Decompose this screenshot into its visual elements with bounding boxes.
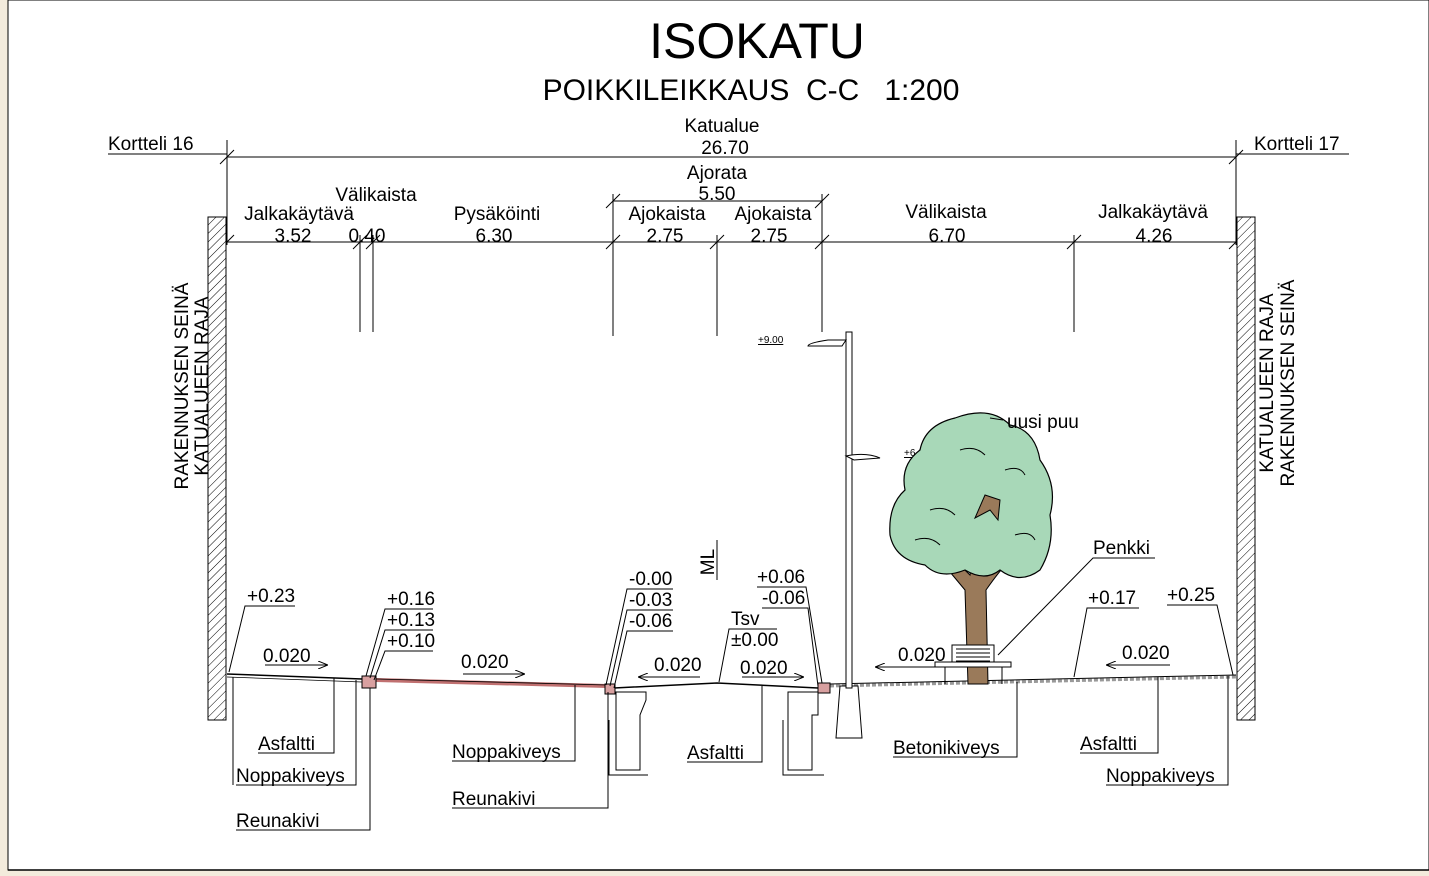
material-asfaltti-mid: Asfaltti bbox=[687, 743, 744, 764]
elevation-curb1-b: +0.13 bbox=[387, 610, 435, 631]
wall-right-inner-label: KATUALUEEN RAJA bbox=[1257, 293, 1278, 472]
segment-value-median-right: 6.70 bbox=[929, 226, 966, 247]
material-reunakivi-left: Reunakivi bbox=[236, 811, 319, 832]
curb-foundations bbox=[608, 691, 824, 776]
material-reunakivi-mid: Reunakivi bbox=[452, 789, 535, 810]
building-wall-right bbox=[1236, 216, 1256, 721]
tree-label: uusi puu bbox=[1007, 412, 1079, 433]
material-asfaltti-left: Asfaltti bbox=[258, 734, 315, 755]
material-noppakiveys-parking: Noppakiveys bbox=[452, 742, 561, 763]
elevation-curb2-c: -0.06 bbox=[629, 611, 672, 632]
block-right-label: Kortteli 17 bbox=[1254, 134, 1340, 155]
elevation-curb3-a: +0.06 bbox=[757, 567, 805, 588]
material-betonikiveys: Betonikiveys bbox=[893, 738, 1000, 759]
material-leaders bbox=[232, 676, 1229, 831]
elevation-curb1-a: +0.16 bbox=[387, 589, 435, 610]
material-noppakiveys-right: Noppakiveys bbox=[1106, 766, 1215, 787]
drawing-title: ISOKATU bbox=[649, 13, 865, 69]
elevation-curb1-c: +0.10 bbox=[387, 631, 435, 652]
segment-label-lane-right: Ajokaista bbox=[734, 204, 812, 225]
material-asfaltti-right: Asfaltti bbox=[1080, 734, 1137, 755]
segment-label-sidewalk-left: Jalkakäytävä bbox=[244, 204, 354, 225]
slope-5: 0.020 bbox=[898, 645, 946, 666]
wall-right-outer-label: RAKENNUKSEN SEINÄ bbox=[1278, 279, 1299, 486]
tsv-label: Tsv bbox=[731, 609, 760, 630]
elevation-left-edge: +0.23 bbox=[247, 586, 295, 607]
wall-left-outer-label: RAKENNUKSEN SEINÄ bbox=[172, 282, 193, 489]
wall-left-inner-label: KATUALUEEN RAJA bbox=[192, 296, 213, 475]
bench-illustration bbox=[934, 644, 1012, 684]
slope-3: 0.020 bbox=[654, 655, 702, 676]
slope-2: 0.020 bbox=[461, 652, 509, 673]
segment-value-lane-left: 2.75 bbox=[647, 226, 684, 247]
paper-sheet bbox=[7, 0, 1429, 871]
segment-value-sidewalk-right: 4.26 bbox=[1136, 226, 1173, 247]
segment-label-median-right: Välikaista bbox=[905, 202, 987, 223]
segment-dimension-line bbox=[219, 234, 1244, 336]
drawing-subtitle: POIKKILEIKKAUS C-C 1:200 bbox=[543, 74, 960, 107]
elevation-curb3-b: -0.06 bbox=[762, 588, 805, 609]
segment-label-sidewalk-right: Jalkakäytävä bbox=[1098, 202, 1208, 223]
slope-4: 0.020 bbox=[740, 658, 788, 679]
elevation-right1: +0.17 bbox=[1088, 588, 1136, 609]
tree-illustration bbox=[889, 412, 1053, 685]
lamp-height-top: +9.00 bbox=[758, 335, 784, 346]
block-left-label: Kortteli 16 bbox=[108, 134, 194, 155]
elevation-right2: +0.25 bbox=[1167, 585, 1215, 606]
segment-value-median-left: 0.40 bbox=[349, 226, 386, 247]
segment-value-sidewalk-left: 3.52 bbox=[275, 226, 312, 247]
segment-value-lane-right: 2.75 bbox=[751, 226, 788, 247]
total-label: Katualue bbox=[684, 116, 759, 137]
tsv-value: ±0.00 bbox=[731, 630, 778, 651]
carriageway-dimension bbox=[605, 193, 830, 240]
centerline-label: ML bbox=[698, 549, 719, 575]
carriageway-value: 5.50 bbox=[699, 184, 736, 205]
curb-left bbox=[361, 675, 377, 689]
curb-right bbox=[817, 682, 831, 694]
ground-profile bbox=[226, 673, 1237, 689]
segment-value-parking: 6.30 bbox=[476, 226, 513, 247]
street-lamp bbox=[807, 331, 881, 739]
total-value: 26.70 bbox=[701, 138, 749, 159]
elevation-curb2-a: -0.00 bbox=[629, 569, 672, 590]
bench-label: Penkki bbox=[1093, 538, 1150, 559]
segment-label-lane-left: Ajokaista bbox=[628, 204, 706, 225]
segment-label-median-left: Välikaista bbox=[335, 185, 417, 206]
carriageway-label: Ajorata bbox=[687, 163, 748, 184]
slope-6: 0.020 bbox=[1122, 643, 1170, 664]
slope-1: 0.020 bbox=[263, 646, 311, 667]
building-wall-left bbox=[207, 216, 227, 721]
material-noppakiveys-left: Noppakiveys bbox=[236, 766, 345, 787]
segment-label-parking: Pysäköinti bbox=[454, 204, 541, 225]
total-dimension bbox=[219, 140, 1244, 245]
elevation-curb2-b: -0.03 bbox=[629, 590, 672, 611]
